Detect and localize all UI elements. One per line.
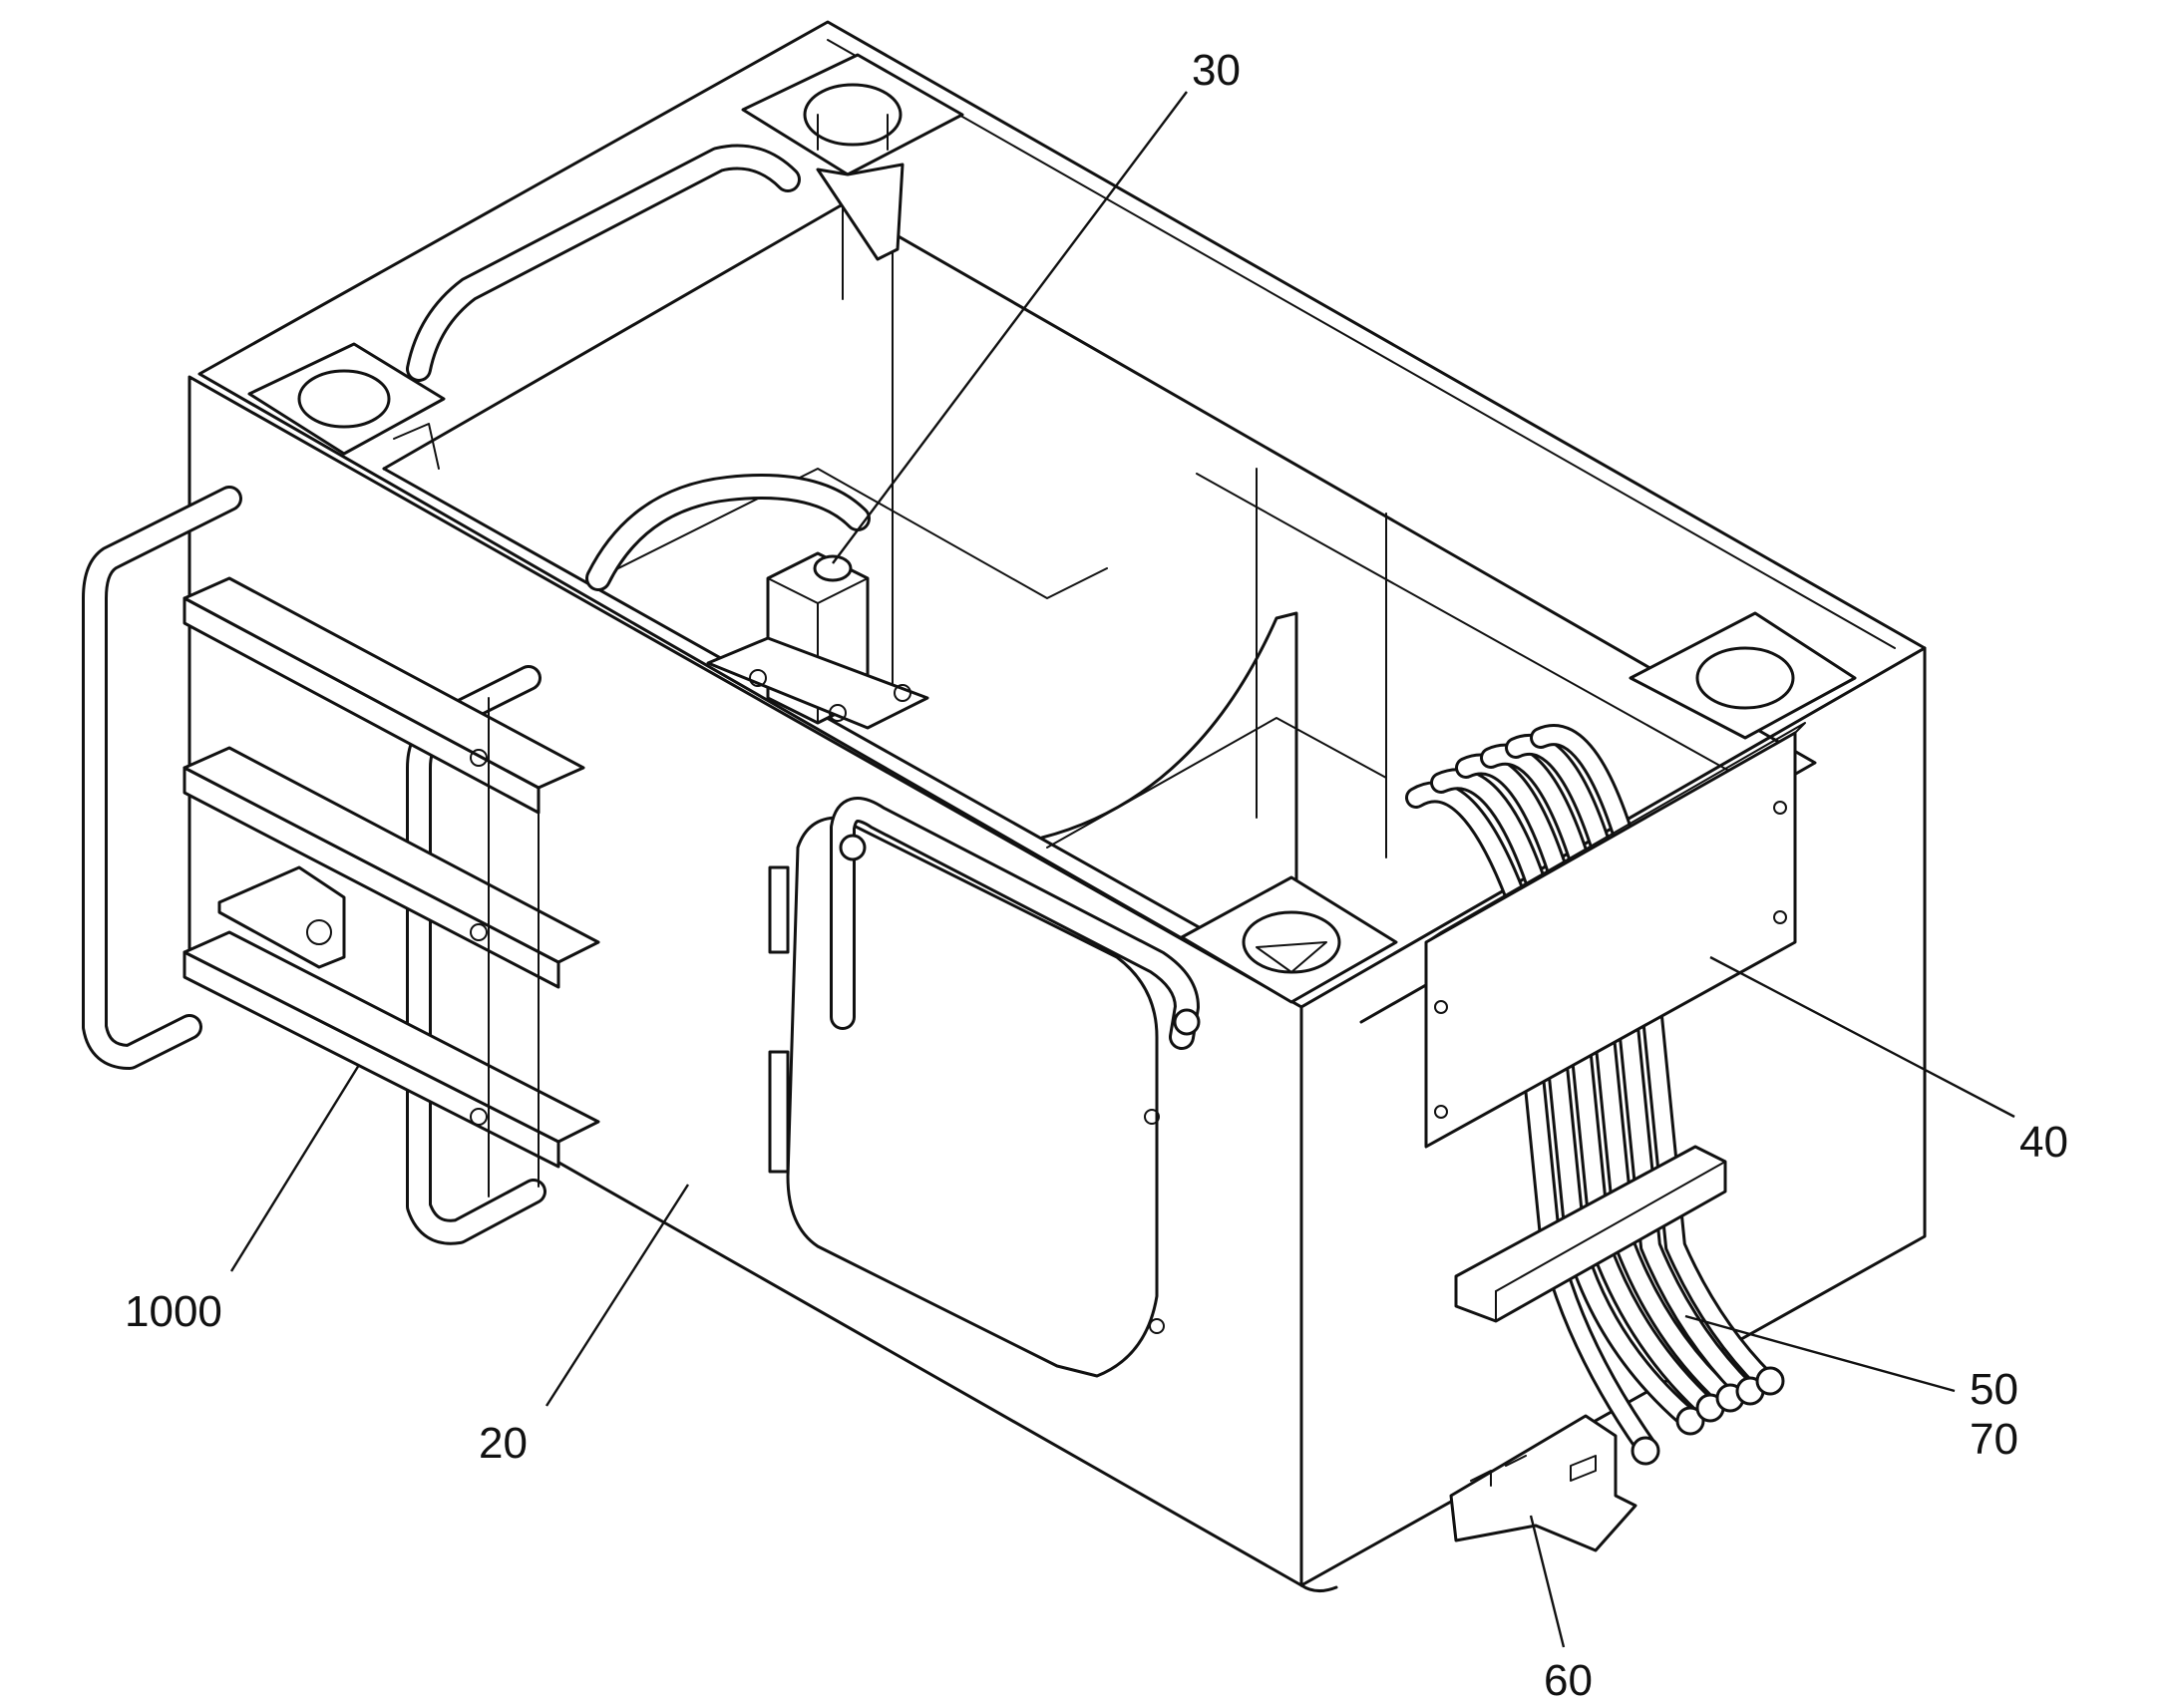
callout-1000: 1000 xyxy=(125,1287,222,1336)
ladder xyxy=(82,486,600,1245)
corner-flange-right xyxy=(1629,611,1857,740)
leader-30 xyxy=(832,91,1188,564)
leader-1000 xyxy=(229,1064,361,1272)
cover-plate xyxy=(1424,722,1806,1149)
callout-20: 20 xyxy=(479,1419,528,1468)
callout-40: 40 xyxy=(2019,1118,2068,1167)
callout-70: 70 xyxy=(1970,1415,2018,1464)
leader-50-70 xyxy=(1684,1314,1956,1393)
leader-40 xyxy=(1709,955,2015,1119)
hose-clamp-bar xyxy=(1454,1145,1727,1323)
callout-60: 60 xyxy=(1544,1656,1593,1705)
leader-20 xyxy=(545,1184,690,1407)
inspection-hatch xyxy=(768,797,1201,1378)
callout-labels: 30 40 50 70 60 20 1000 xyxy=(125,46,2068,1705)
filter-block xyxy=(706,551,929,730)
bottom-bracket xyxy=(1449,1414,1637,1552)
callout-30: 30 xyxy=(1192,46,1241,95)
inner-pipe-loops xyxy=(406,144,871,591)
callout-50: 50 xyxy=(1970,1365,2018,1414)
leader-60 xyxy=(1529,1515,1566,1648)
corner-flange-back xyxy=(741,53,964,261)
corner-flange-front xyxy=(1180,875,1398,1004)
leader-lines xyxy=(229,91,2015,1648)
corner-flange-left xyxy=(247,342,446,456)
